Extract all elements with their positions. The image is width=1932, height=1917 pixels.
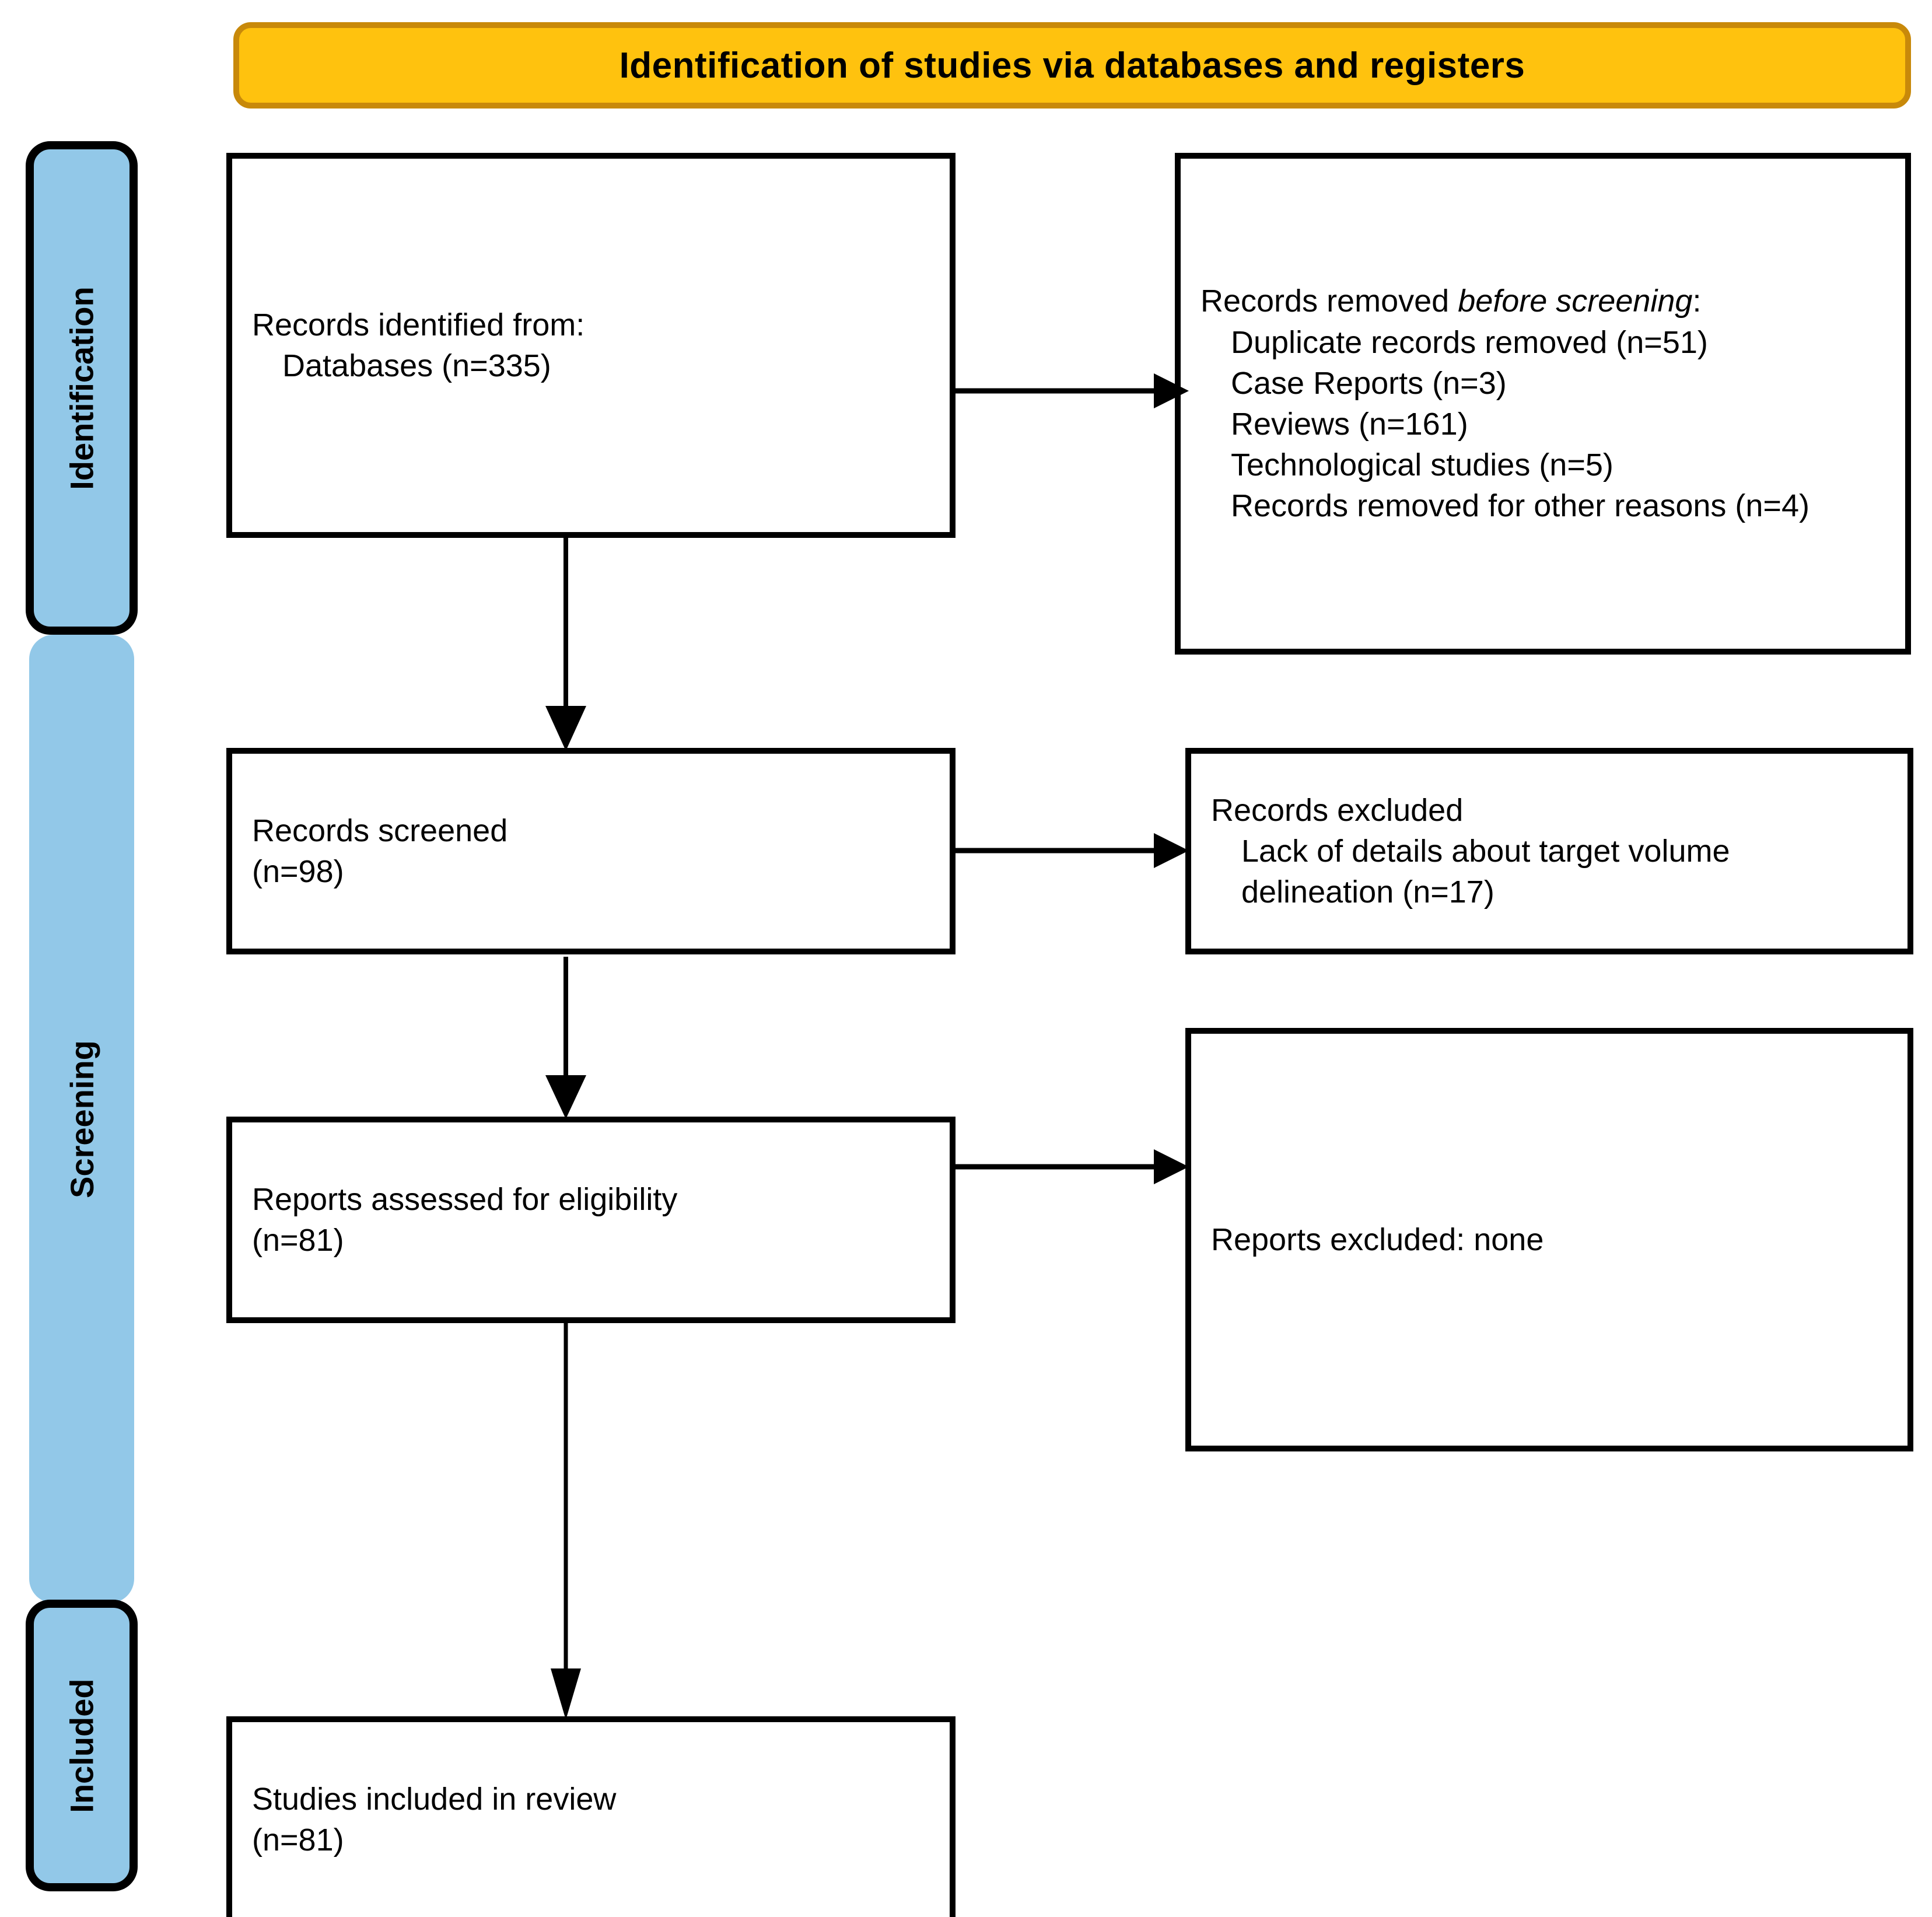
arrow-right-icon-identified-to-removed	[956, 368, 1189, 414]
box-studies-included-in-review: Studies included in review (n=81)	[226, 1716, 956, 1917]
box-records-removed-before-screening: Records removed before screening: Duplic…	[1175, 153, 1911, 655]
records-removed-item-4: Technological studies (n=5)	[1231, 447, 1614, 483]
records-removed-item-2: Case Reports (n=3)	[1231, 365, 1507, 401]
stage-band-screening: Screening	[29, 635, 134, 1603]
studies-included-line-2: (n=81)	[252, 1822, 344, 1857]
arrow-down-icon-identified-to-screened	[542, 538, 589, 751]
records-removed-item-1: Duplicate records removed (n=51)	[1231, 324, 1708, 360]
records-screened-line-1: Records screened	[252, 813, 508, 848]
diagram-header-banner: Identification of studies via databases …	[233, 22, 1911, 109]
box-reports-assessed-for-eligibility: Reports assessed for eligibility (n=81)	[226, 1117, 956, 1323]
arrow-right-icon-screened-to-excluded	[956, 827, 1189, 874]
records-removed-heading-suffix: :	[1692, 284, 1702, 319]
records-removed-item-5: Records removed for other reasons (n=4)	[1231, 488, 1810, 524]
records-identified-line-1: Records identified from:	[252, 307, 585, 342]
reports-excluded-line-1: Reports excluded: none	[1211, 1222, 1544, 1257]
reports-assessed-line-2: (n=81)	[252, 1223, 344, 1258]
box-records-identified: Records identified from: Databases (n=33…	[226, 153, 956, 538]
stage-band-screening-label: Screening	[63, 1040, 100, 1198]
reports-assessed-line-1: Reports assessed for eligibility	[252, 1181, 678, 1217]
stage-band-identification-label: Identification	[63, 286, 100, 490]
box-records-screened: Records screened (n=98)	[226, 748, 956, 954]
diagram-title: Identification of studies via databases …	[619, 45, 1525, 86]
records-excluded-item-1: Lack of details about target volume deli…	[1241, 833, 1739, 910]
arrow-down-icon-screened-to-eligibility	[542, 957, 589, 1119]
records-excluded-heading: Records excluded	[1211, 792, 1464, 828]
records-removed-item-3: Reviews (n=161)	[1231, 407, 1468, 442]
studies-included-line-1: Studies included in review	[252, 1781, 617, 1817]
arrow-right-icon-eligibility-to-reports-excluded	[956, 1143, 1189, 1190]
records-screened-line-2: (n=98)	[252, 854, 344, 889]
records-identified-line-2: Databases (n=335)	[282, 348, 551, 383]
stage-band-identification: Identification	[26, 141, 138, 635]
arrow-down-icon-eligibility-to-included	[542, 1320, 589, 1720]
box-reports-excluded: Reports excluded: none	[1185, 1028, 1913, 1451]
records-removed-heading: Records removed before screening:	[1200, 281, 1885, 321]
stage-band-included: Included	[26, 1600, 138, 1891]
records-removed-heading-prefix: Records removed	[1200, 284, 1458, 319]
box-records-excluded: Records excluded Lack of details about t…	[1185, 748, 1913, 954]
stage-band-included-label: Included	[63, 1678, 100, 1813]
records-removed-heading-italic: before screening	[1458, 284, 1693, 319]
